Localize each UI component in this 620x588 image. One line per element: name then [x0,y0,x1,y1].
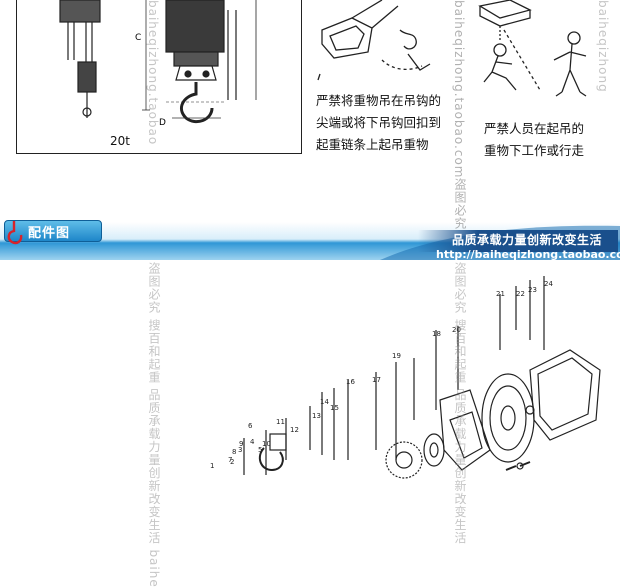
part-number: 4 [250,438,255,446]
part-number: 12 [290,426,299,434]
part-number: 20 [452,326,461,334]
part-number: 21 [496,290,505,298]
part-number: 24 [544,280,553,288]
part-number: 10 [262,440,271,448]
part-number: 19 [392,352,401,360]
part-number: 13 [312,412,321,420]
part-number: 5 [258,446,263,454]
part-number: 2 [230,458,235,466]
part-number: 16 [346,378,355,386]
part-number: 1 [210,462,215,470]
section-title: 配件图 [28,226,71,241]
watermark-middle-top: baiheqizhong.taobao.com [452,0,466,179]
watermark-left-column: 盗图必究 搜百和起重 品质承载力量创新改变生活 baihe [147,262,161,588]
watermark-middle-right-top: 盗图必究 [453,178,467,230]
part-number: 3 [238,446,243,454]
part-number: 8 [232,448,237,456]
chain-hoist-dimension-drawing: C D [59,0,257,128]
dimension-drawing-frame [16,0,302,154]
part-number: 11 [276,418,285,426]
dim-letter-c: C [135,33,141,43]
warning-illustration-people-under-load [478,0,587,97]
model-label: 20t [110,134,130,148]
part-number: 9 [239,440,244,448]
warning-illustration-hook-tip [317,0,431,81]
shop-slogan: 品质承载力量创新改变生活 [452,233,603,247]
part-number: 23 [528,286,537,294]
slogan-bar [418,230,618,252]
part-number: 15 [330,404,339,412]
watermark-right-top: baiheqizhong [596,0,610,93]
exploded-parts-diagram [243,276,601,479]
part-number: 17 [372,376,381,384]
part-number: 6 [248,422,253,430]
part-number: 7 [228,456,233,464]
section-tab [4,220,102,242]
dim-letter-d: D [159,118,166,128]
watermark-right-column: 盗图必究 搜百和起重 品质承载力量创新改变生活 [453,262,467,545]
watermark-left-top: baiheqizhong.taobao [146,0,160,146]
shop-url: http://baiheqizhong.taobao.com [436,248,620,261]
part-number: 18 [432,330,441,338]
part-number: 14 [320,398,329,406]
warning-text-hook-tip: 严禁将重物吊在吊钩的尖端或将下吊钩回扣到起重链条上起吊重物 [316,93,442,152]
hook-icon [7,221,23,245]
part-number: 22 [516,290,525,298]
warning-text-people-under-load: 严禁人员在起吊的重物下工作或行走 [484,121,585,158]
